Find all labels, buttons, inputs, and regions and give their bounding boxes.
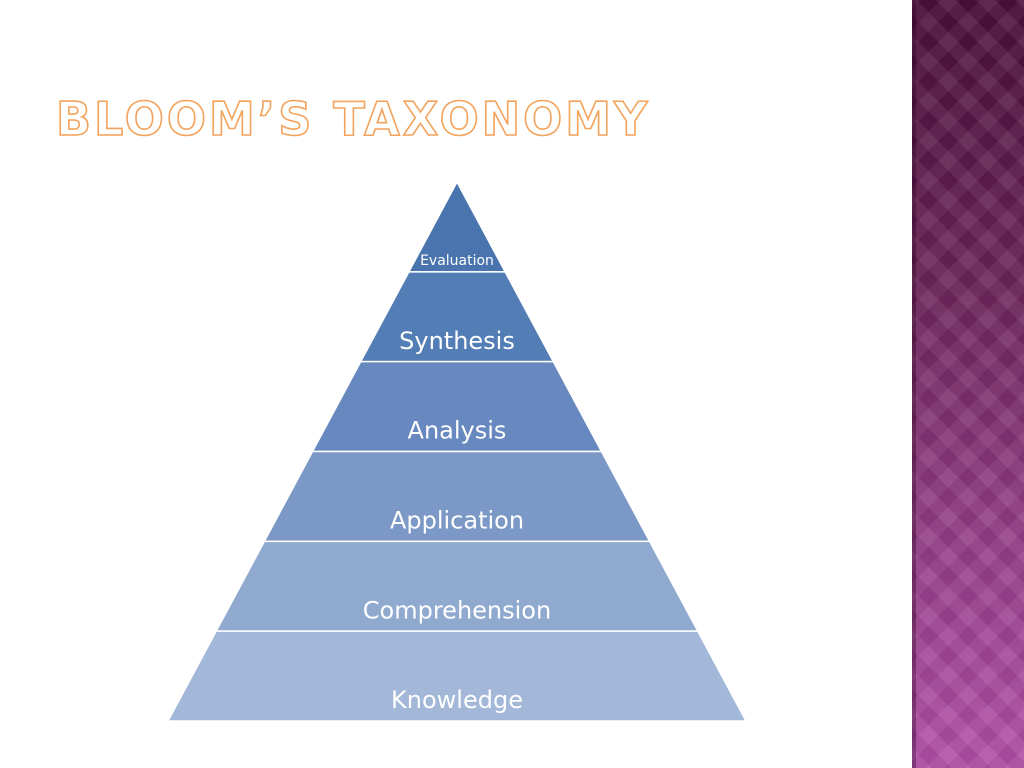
pyramid-label-knowledge: Knowledge [391, 686, 523, 714]
slide-title: BLOOM’S TAXONOMY [55, 92, 651, 146]
decorative-side-band [912, 0, 1024, 768]
pyramid-label-application: Application [390, 507, 524, 535]
pyramid-label-analysis: Analysis [408, 417, 507, 445]
pyramid-label-synthesis: Synthesis [399, 327, 515, 355]
pyramid-label-comprehension: Comprehension [363, 596, 551, 624]
pyramid-label-evaluation: Evaluation [420, 253, 494, 269]
pyramid-level-knowledge [166, 630, 748, 722]
side-band-pattern [912, 0, 1024, 768]
side-band-edge [912, 0, 916, 768]
